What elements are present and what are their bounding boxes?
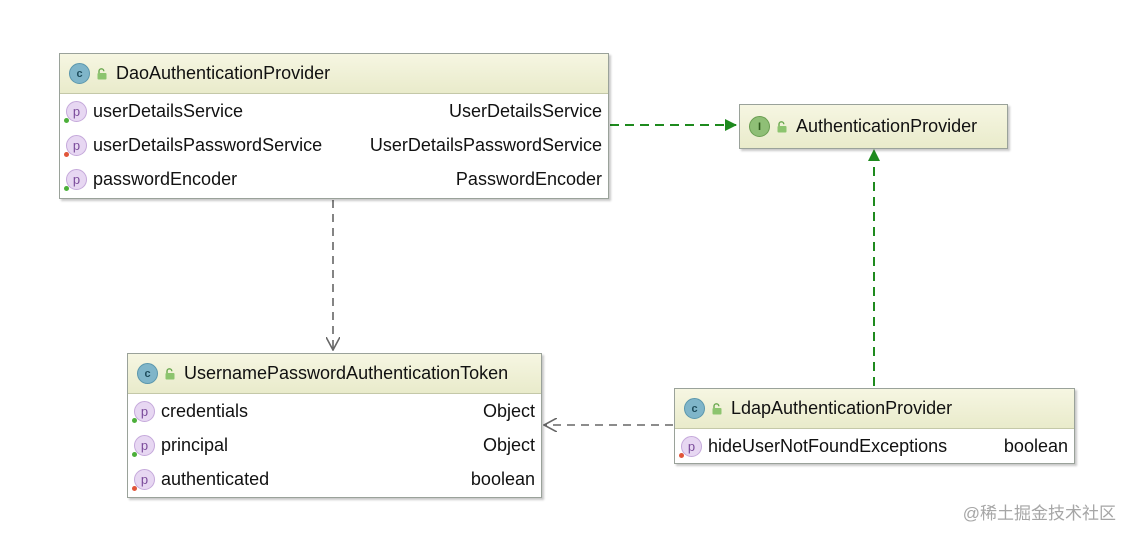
visibility-marker bbox=[64, 151, 69, 157]
visibility-marker bbox=[132, 417, 137, 423]
interface-node-authentication-provider[interactable]: I AuthenticationProvider bbox=[739, 104, 1008, 149]
field-name: principal bbox=[161, 434, 229, 455]
class-icon: c bbox=[69, 63, 90, 84]
node-title: LdapAuthenticationProvider bbox=[731, 398, 953, 418]
public-lock-icon bbox=[777, 120, 787, 132]
field-row[interactable]: p credentials Object bbox=[128, 394, 541, 428]
field-row[interactable]: p passwordEncoder PasswordEncoder bbox=[60, 162, 608, 196]
visibility-marker bbox=[679, 452, 684, 458]
property-icon: p bbox=[132, 400, 155, 423]
property-icon: p bbox=[64, 134, 87, 157]
node-header: c LdapAuthenticationProvider bbox=[675, 389, 1074, 429]
visibility-marker bbox=[132, 451, 137, 457]
class-node-ldap-authentication-provider[interactable]: c LdapAuthenticationProvider p hideUserN… bbox=[674, 388, 1075, 464]
public-lock-icon bbox=[165, 367, 175, 379]
class-node-dao-authentication-provider[interactable]: c DaoAuthenticationProvider p userDetail… bbox=[59, 53, 609, 199]
public-lock-icon bbox=[712, 402, 722, 414]
node-header: c DaoAuthenticationProvider bbox=[60, 54, 608, 94]
field-type: boolean bbox=[1003, 435, 1068, 456]
class-icon: c bbox=[137, 363, 158, 384]
field-row[interactable]: p userDetailsPasswordService UserDetails… bbox=[60, 128, 608, 162]
field-name: userDetailsService bbox=[93, 100, 244, 121]
field-type: boolean bbox=[470, 468, 535, 489]
property-icon: p bbox=[132, 434, 155, 457]
property-icon: p bbox=[679, 435, 702, 458]
field-type: UserDetailsService bbox=[448, 100, 602, 121]
node-header: c UsernamePasswordAuthenticationToken bbox=[128, 354, 541, 394]
field-type: PasswordEncoder bbox=[455, 168, 602, 189]
field-type: UserDetailsPasswordService bbox=[369, 134, 602, 155]
class-icon: c bbox=[684, 398, 705, 419]
field-name: authenticated bbox=[161, 468, 270, 489]
field-row[interactable]: p authenticated boolean bbox=[128, 462, 541, 496]
node-title: UsernamePasswordAuthenticationToken bbox=[184, 363, 509, 383]
node-title: AuthenticationProvider bbox=[796, 116, 978, 136]
node-title: DaoAuthenticationProvider bbox=[116, 63, 331, 83]
field-name: credentials bbox=[161, 400, 249, 421]
node-header: I AuthenticationProvider bbox=[740, 105, 1007, 148]
field-type: Object bbox=[482, 434, 535, 455]
field-type: Object bbox=[482, 400, 535, 421]
visibility-marker bbox=[64, 185, 69, 191]
field-row[interactable]: p hideUserNotFoundExceptions boolean bbox=[675, 429, 1074, 463]
field-name: userDetailsPasswordService bbox=[93, 134, 323, 155]
interface-icon: I bbox=[749, 116, 770, 137]
field-row[interactable]: p principal Object bbox=[128, 428, 541, 462]
public-lock-icon bbox=[97, 67, 107, 79]
property-icon: p bbox=[132, 468, 155, 491]
property-icon: p bbox=[64, 100, 87, 123]
visibility-marker bbox=[64, 117, 69, 123]
field-row[interactable]: p userDetailsService UserDetailsService bbox=[60, 94, 608, 128]
class-node-username-password-authentication-token[interactable]: c UsernamePasswordAuthenticationToken p … bbox=[127, 353, 542, 498]
field-name: hideUserNotFoundExceptions bbox=[708, 435, 948, 456]
field-name: passwordEncoder bbox=[93, 168, 238, 189]
property-icon: p bbox=[64, 168, 87, 191]
watermark: @稀土掘金技术社区 bbox=[962, 504, 1116, 523]
visibility-marker bbox=[132, 485, 137, 491]
